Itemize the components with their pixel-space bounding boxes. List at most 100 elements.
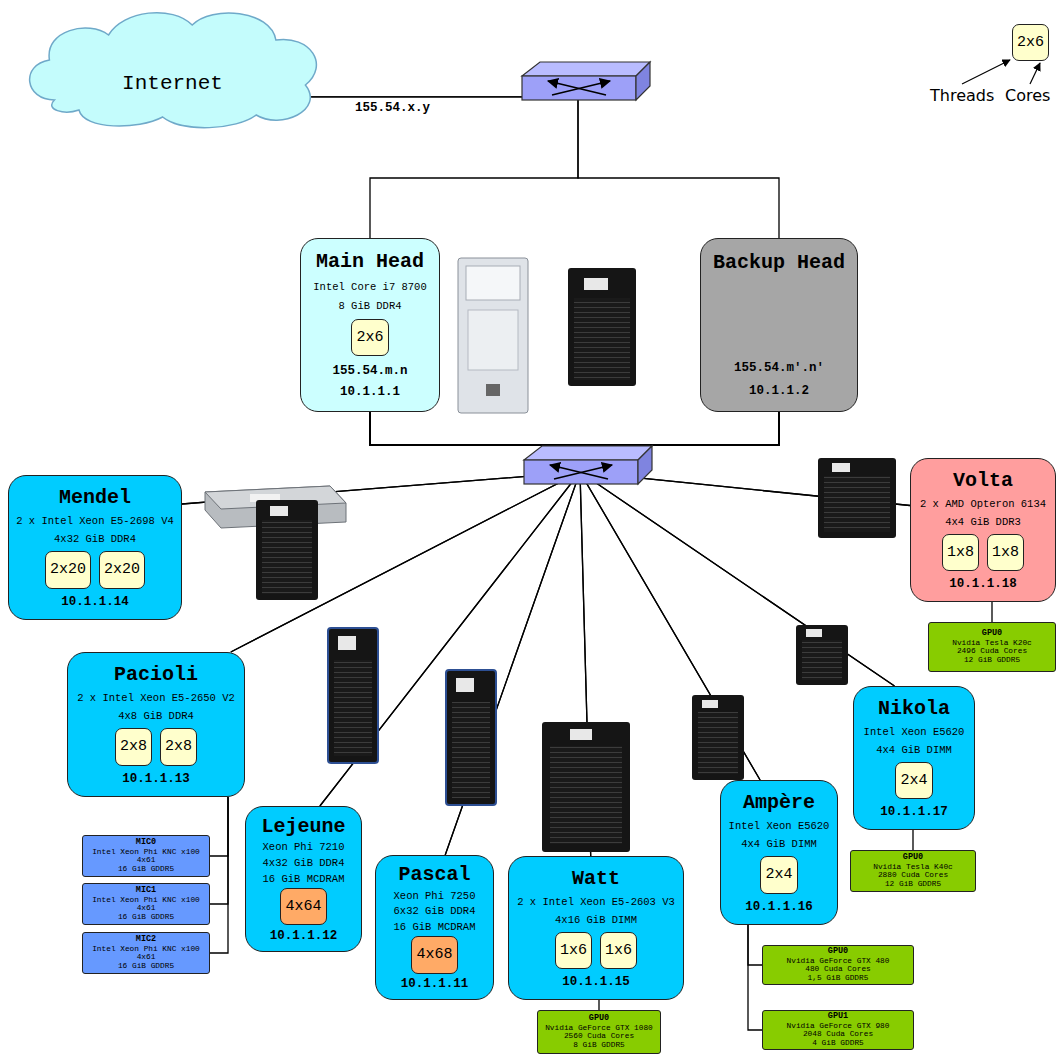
tower-sticker — [570, 729, 592, 740]
tower-vents — [452, 702, 490, 798]
device-spec: 12 GiB GDDR5 — [854, 880, 972, 889]
address-text: 10.1.1.18 — [917, 577, 1049, 591]
tower-case — [328, 628, 378, 763]
network-link — [912, 830, 913, 850]
spec-text: Xeon Phi 7210 — [252, 841, 355, 853]
thread-core-count: 1x6 — [560, 942, 587, 959]
network-switch — [522, 62, 650, 100]
tower-sticker — [270, 506, 288, 516]
leader-line — [962, 60, 1010, 84]
device-spec: 2496 Cuda Cores — [932, 647, 1052, 656]
cloud-shape — [30, 13, 317, 128]
tower-vents — [550, 746, 622, 844]
tower-vents — [824, 476, 890, 532]
core-thread-badge: 1x6 — [600, 932, 637, 969]
spec-text: 4x8 GiB DDR4 — [74, 710, 238, 722]
tower-case — [446, 670, 496, 805]
tower-vents — [334, 660, 372, 756]
core-thread-badge: 2x6 — [351, 319, 388, 356]
core-thread-badge: 2x20 — [99, 551, 145, 588]
network-link — [231, 412, 779, 652]
server-tower — [692, 695, 744, 780]
address-text: 10.1.1.16 — [727, 900, 831, 914]
server-node-box: NikolaIntel Xeon E56204x4 GiB DIMM10.1.1… — [853, 686, 975, 830]
address-text: 10.1.1.1 — [307, 385, 433, 399]
tower-case — [542, 722, 630, 852]
device-spec: 2560 Cuda Cores — [541, 1032, 657, 1041]
network-link — [210, 797, 228, 953]
switch-top — [522, 62, 650, 76]
server-node-box: AmpèreIntel Xeon E56204x4 GiB DIMM10.1.1… — [720, 780, 838, 925]
device-spec: Intel Xeon Phi KNC x100 — [86, 848, 206, 857]
tower-case — [692, 695, 744, 780]
core-thread-badge: 2x8 — [115, 728, 152, 765]
address-text: 155.54.m'.n' — [707, 361, 851, 375]
server-node-box: Pacioli2 x Intel Xeon E5-2650 V24x8 GiB … — [67, 652, 245, 797]
server-node-box: Main HeadIntel Core i7 87008 GiB DDR4155… — [300, 238, 440, 412]
server-tower — [328, 628, 378, 763]
spec-text: Intel Core i7 8700 — [307, 281, 433, 293]
device-spec: Nvidia GeForce GTX 480 — [766, 957, 910, 966]
node-title: Pacioli — [74, 663, 238, 686]
server-node-box: LejeuneXeon Phi 72104x32 GiB DDR416 GiB … — [245, 806, 362, 952]
thread-core-count: 4x68 — [416, 946, 452, 963]
core-thread-badge: 2x6 — [1012, 24, 1049, 61]
node-title: Watt — [515, 867, 677, 890]
device-name: MIC0 — [86, 838, 206, 847]
server-node-box: Watt2 x Intel Xeon E5-2603 V34x16 GiB DI… — [508, 856, 684, 1000]
node-title: Main Head — [307, 250, 433, 273]
accelerator-card: GPU0Nvidia GeForce GTX 10802560 Cuda Cor… — [537, 1010, 661, 1054]
address-text: 10.1.1.13 — [74, 772, 238, 786]
server-tower — [796, 625, 848, 685]
spec-text: 16 GiB MCDRAM — [382, 921, 487, 933]
thread-core-count: 2x20 — [104, 561, 140, 578]
tower-case — [818, 458, 896, 538]
node-title: Volta — [917, 469, 1049, 492]
device-spec: 2048 Cuda Cores — [766, 1030, 910, 1039]
tower-case — [256, 500, 318, 600]
address-text: 10.1.1.12 — [252, 929, 355, 943]
network-link — [748, 925, 762, 965]
core-thread-badge: 4x64 — [280, 888, 326, 925]
spec-text: Xeon Phi 7250 — [382, 890, 487, 902]
network-link — [311, 97, 578, 238]
server-node-box: PascalXeon Phi 72506x32 GiB DDR416 GiB M… — [375, 855, 494, 1000]
spec-text: 6x32 GiB DDR4 — [382, 905, 487, 917]
server-node-box: Volta2 x AMD Opteron 61344x4 GiB DDR310.… — [910, 458, 1056, 602]
device-spec: Intel Xeon Phi KNC x100 — [86, 896, 206, 905]
spec-text: 2 x Intel Xeon E5-2698 V4 — [15, 515, 175, 527]
thread-core-count: 1x6 — [605, 942, 632, 959]
accelerator-card: MIC2Intel Xeon Phi KNC x1004x6116 GiB GD… — [82, 932, 210, 974]
backup-head-tower — [568, 268, 636, 386]
switch-front — [524, 460, 638, 484]
network-link — [231, 412, 580, 652]
tower-sticker — [456, 678, 474, 692]
thread-core-count: 2x20 — [50, 561, 86, 578]
core-thread-badge: 4x68 — [411, 936, 457, 973]
network-link — [598, 1000, 599, 1010]
core-thread-badge: 2x4 — [760, 856, 797, 893]
main-head-tower — [458, 258, 528, 413]
network-link — [370, 412, 895, 686]
network-link — [210, 797, 228, 904]
spec-text: 4x16 GiB DIMM — [515, 914, 677, 926]
device-spec: 16 GiB GDDR5 — [86, 913, 206, 922]
address-text: 10.1.1.11 — [382, 977, 487, 991]
address-text: 155.54.m.n — [307, 364, 433, 378]
spec-text: 4x32 GiB DDR4 — [252, 857, 355, 869]
device-spec: Nvidia Tesla K20c — [932, 639, 1052, 648]
legend-leaders — [962, 60, 1040, 84]
tower-case — [796, 625, 848, 685]
network-link — [748, 925, 762, 1030]
tower-sticker — [584, 278, 608, 290]
internet-cloud: Internet — [15, 5, 330, 130]
spec-text: 4x4 GiB DDR3 — [917, 516, 1049, 528]
switch-arrow — [554, 465, 612, 479]
server-node-box: Backup Head155.54.m'.n'10.1.1.2 — [700, 238, 858, 412]
core-thread-badge: 2x20 — [45, 551, 91, 588]
server-tower — [256, 500, 318, 600]
switch-arrow — [552, 81, 610, 95]
accelerator-card: GPU1Nvidia GeForce GTX 9802048 Cuda Core… — [762, 1010, 914, 1050]
switch-side — [636, 62, 650, 100]
tower-vents — [698, 712, 738, 774]
